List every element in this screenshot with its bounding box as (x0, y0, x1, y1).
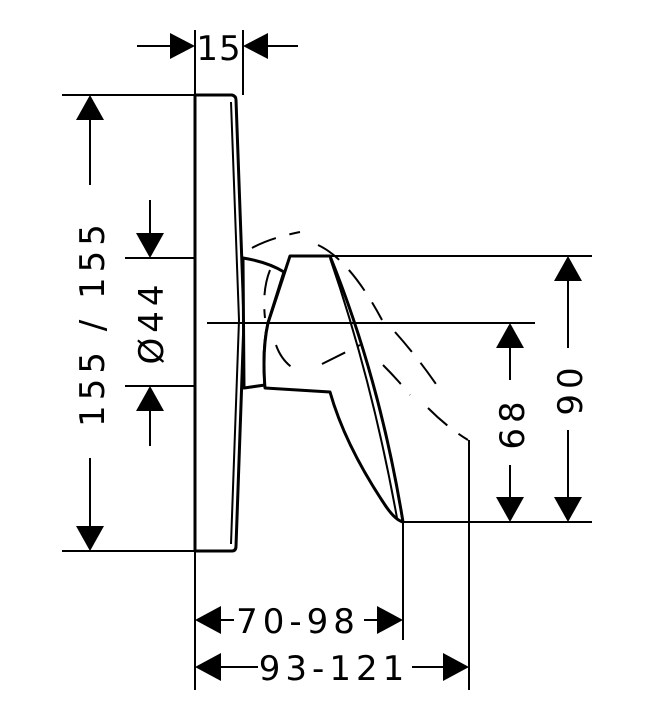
dimension-plate-height: 155 / 155 (73, 95, 113, 551)
dimension-plate-depth-label: 15 (196, 29, 241, 69)
lever-alternate-position (251, 231, 469, 441)
lever-handle-edge (329, 257, 398, 519)
dimension-lever-height-small: 68 (493, 323, 533, 522)
dimension-plate-depth: 15 (137, 29, 298, 69)
dimension-projection-min: 70-98 (195, 602, 403, 642)
dimension-diameter: Ø44 (132, 200, 172, 446)
dimension-projection-max: 93-121 (195, 649, 469, 689)
dimension-diameter-label: Ø44 (132, 279, 172, 364)
mixer-lever (241, 254, 405, 524)
dimension-lever-height-large: 90 (551, 256, 591, 522)
dimension-lever-height-small-label: 68 (493, 396, 533, 449)
extension-lines (62, 30, 592, 690)
lever-handle (262, 254, 405, 524)
dimension-projection-max-label: 93-121 (259, 649, 409, 689)
dimension-projection-min-label: 70-98 (236, 602, 360, 642)
wall-plate-inner-edge (230, 101, 241, 545)
dimension-plate-height-label: 155 / 155 (73, 219, 113, 427)
dimension-lever-height-large-label: 90 (551, 362, 591, 415)
